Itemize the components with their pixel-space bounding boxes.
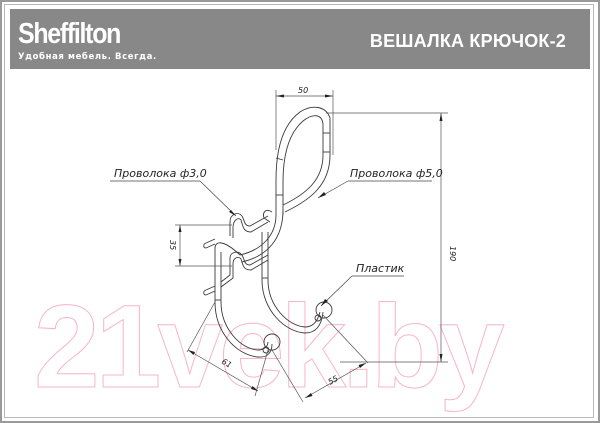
hook-outline [203, 106, 333, 358]
product-title: ВЕШАЛКА КРЮЧОК-2 [369, 31, 566, 51]
callout-plastic: Пластик [356, 262, 405, 275]
callout-wire-thin: Проволока ф3,0 [114, 167, 207, 180]
dim-top-width: 50 [298, 86, 308, 95]
svg-text:21vek.by: 21vek.by [34, 281, 504, 413]
brand-tagline: Удобная мебель. Всегда. [18, 52, 157, 62]
callout-arrows [229, 192, 328, 306]
dim-upper-reach: 55 [327, 374, 340, 387]
dim-lower-reach: 61 [220, 357, 233, 370]
header-bar: Sheffilton Удобная мебель. Всегда. ВЕШАЛ… [10, 9, 590, 69]
callout-wire-thick: Проволока ф5,0 [350, 167, 443, 180]
dim-total-height: 190 [448, 246, 457, 261]
dimension-lines [175, 90, 448, 403]
dimension-arrows [178, 94, 443, 398]
callout-labels: Проволока ф3,0 Проволока ф5,0 Пластик [114, 167, 443, 275]
dim-hook-spacing: 35 [168, 240, 177, 250]
dimension-labels: 50 190 35 61 55 [168, 86, 457, 387]
watermark: 21vek.by [34, 281, 509, 414]
inner-frame [4, 4, 594, 418]
brand-logo: Sheffilton [18, 18, 121, 50]
